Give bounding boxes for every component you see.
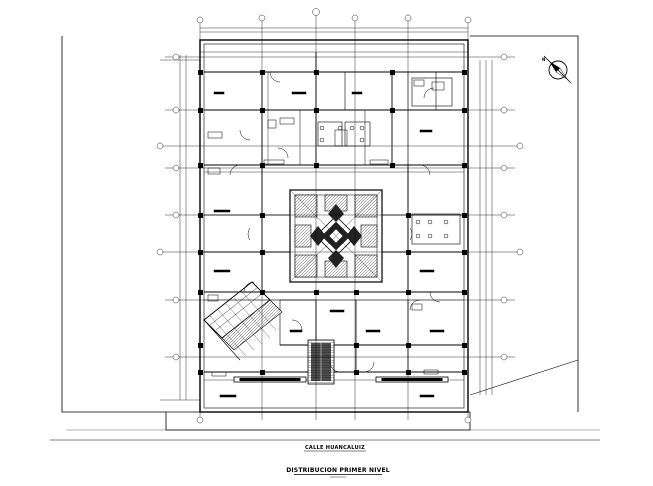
planters <box>233 376 449 383</box>
grid-bubble-icon <box>258 14 266 22</box>
drawing-title: DISTRIBUCION PRIMER NIVEL <box>286 467 390 474</box>
grid-bubble-icon <box>172 353 180 361</box>
grid-bubble-icon <box>500 296 508 304</box>
grid-bubble-icon <box>500 53 508 61</box>
grid-bubble-icon <box>464 16 472 24</box>
grid-bubble-icon <box>196 16 204 24</box>
grid-bubble-icon <box>516 248 524 256</box>
grid-bubble-icon <box>464 416 472 424</box>
grid-bubble-icon <box>172 164 180 172</box>
street-label-group: CALLE HUANCALUIZ <box>304 445 366 452</box>
north-letter: N <box>542 57 545 62</box>
grid-bubble-icon <box>516 142 524 150</box>
grid-bubble-icon <box>172 106 180 114</box>
door-swings <box>229 71 441 373</box>
grid-bubble-icon <box>351 14 359 22</box>
side-dimension-lines <box>160 55 493 401</box>
street-label: CALLE HUANCALUIZ <box>305 445 365 451</box>
main-stair <box>203 281 283 361</box>
grid-bubble-icon <box>500 106 508 114</box>
grid-bubble-icon <box>172 211 180 219</box>
grid-bubble-icon <box>500 211 508 219</box>
grid-bubble-icon <box>156 248 164 256</box>
north-arrow-icon: N <box>542 55 572 84</box>
grid-bubble-icon <box>404 14 412 22</box>
grid-bubble-icon <box>500 164 508 172</box>
structural-columns <box>198 70 467 375</box>
grid-bubble-icon <box>156 142 164 150</box>
central-patio <box>289 189 383 283</box>
entrance-stair <box>307 339 335 385</box>
fixtures <box>207 79 449 398</box>
grid-bubble-icon <box>172 296 180 304</box>
grid-bubble-icon <box>172 53 180 61</box>
grid-bubble-icon <box>312 8 320 16</box>
grid-bubble-icon <box>196 416 204 424</box>
grid-bubble-icon <box>500 353 508 361</box>
drawing-title-group: DISTRIBUCION PRIMER NIVEL <box>286 467 390 478</box>
grid-axes <box>156 8 524 424</box>
